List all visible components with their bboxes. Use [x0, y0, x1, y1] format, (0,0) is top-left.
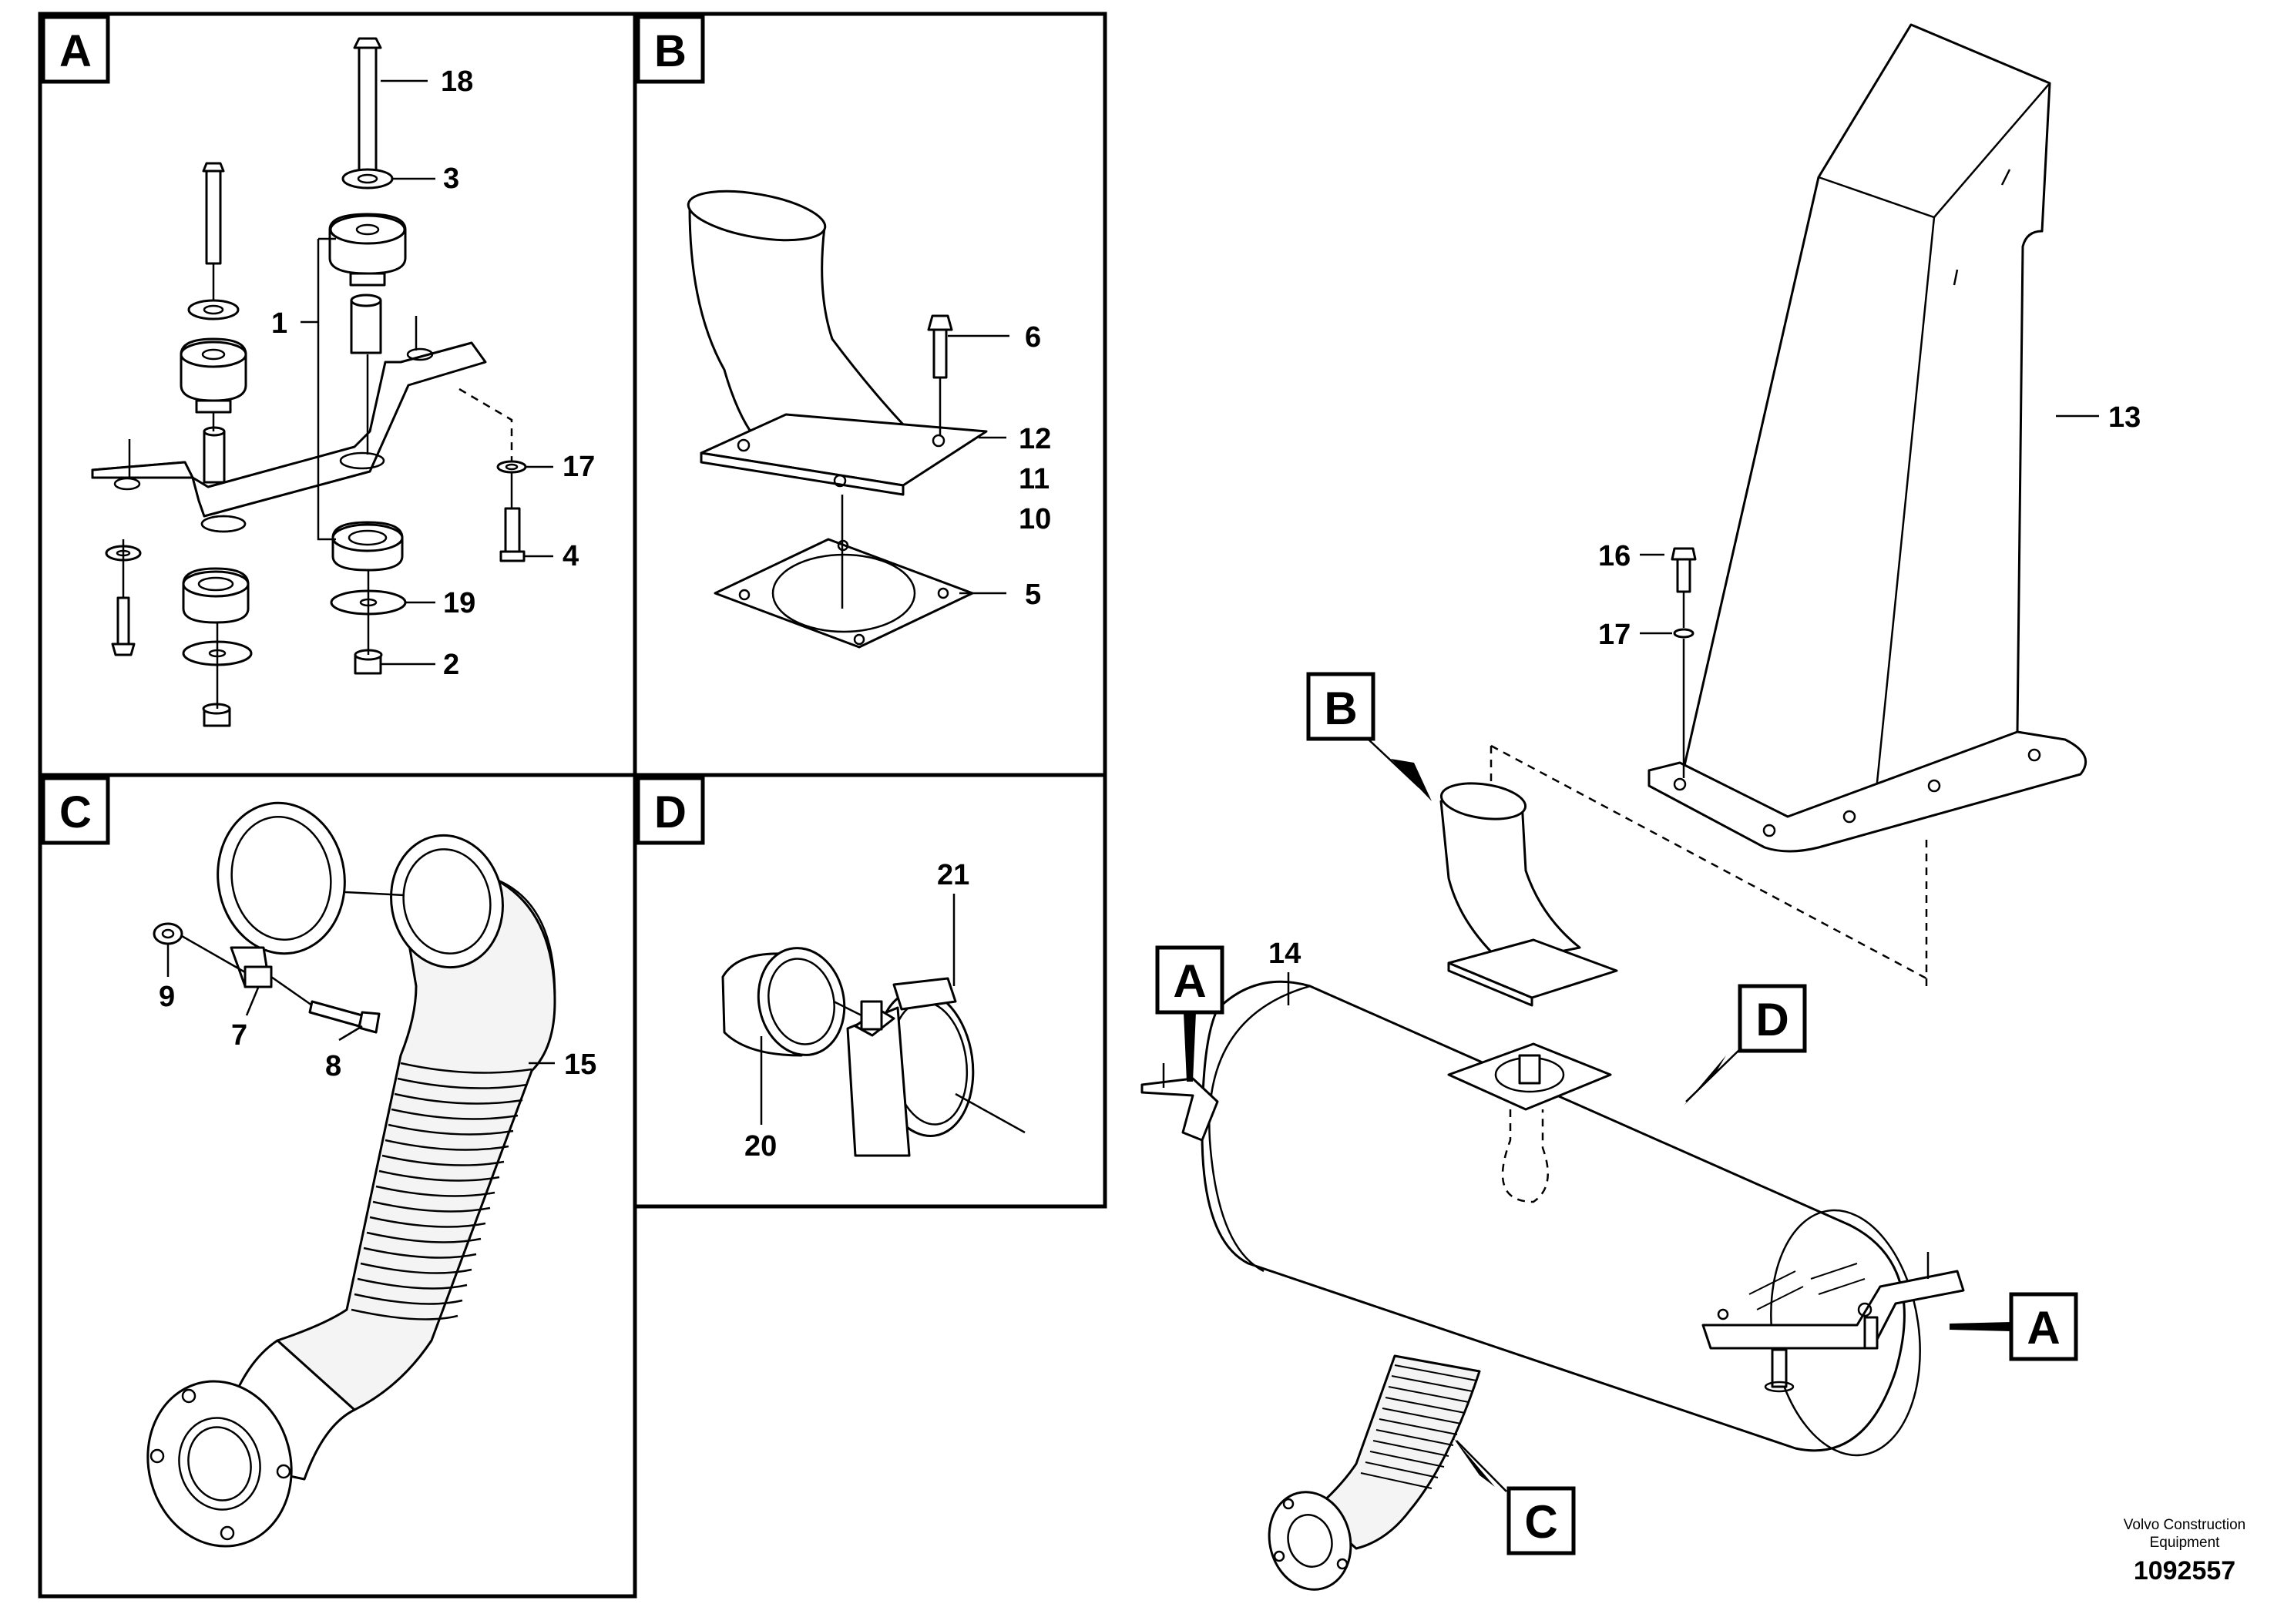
callout-a-right: A	[1950, 1292, 2078, 1361]
part-label-13: 13	[2108, 401, 2141, 434]
part-label-11: 11	[1019, 463, 1050, 495]
part-label-4: 4	[563, 540, 579, 572]
panel-c-drawing	[146, 801, 556, 1548]
panel-d-frame	[633, 773, 1107, 1209]
panel-d-drawing	[721, 894, 1026, 1157]
part-label-21: 21	[937, 859, 969, 891]
callout-d: D	[1684, 984, 1807, 1106]
drawing-number: 1092557	[2134, 1556, 2235, 1585]
panel-d-tag: D	[636, 776, 705, 845]
main-assembly	[1140, 23, 2099, 1591]
panel-b-drawing	[687, 190, 1009, 649]
panel-c-tag: C	[41, 776, 110, 845]
svg-text:B: B	[654, 26, 687, 76]
part-label-12: 12	[1019, 423, 1051, 455]
part-label-9: 9	[159, 981, 175, 1013]
stack-base-flange	[1647, 730, 2087, 853]
part-label-18: 18	[441, 65, 473, 98]
part-label-17-b: 17	[1598, 619, 1631, 651]
part-label-1: 1	[271, 307, 287, 340]
panel-a-tag: A	[41, 15, 110, 84]
brand-line-1: Volvo Construction	[2124, 1517, 2245, 1533]
panel-b-tag: B	[636, 15, 705, 84]
mounting-bracket	[91, 341, 487, 518]
svg-text:A: A	[1173, 955, 1206, 1007]
part-label-16: 16	[1598, 540, 1631, 572]
part-label-14: 14	[1268, 938, 1301, 970]
brand-line-2: Equipment	[2150, 1535, 2221, 1551]
svg-text:D: D	[654, 787, 687, 837]
panel-a-drawing	[91, 37, 553, 727]
part-label-17-a: 17	[563, 451, 595, 483]
svg-text:B: B	[1324, 683, 1357, 734]
part-label-15: 15	[564, 1049, 596, 1081]
part-label-8: 8	[325, 1050, 341, 1082]
svg-text:A: A	[2027, 1302, 2060, 1354]
part-label-7: 7	[231, 1019, 247, 1052]
part-label-19: 19	[443, 587, 475, 619]
elbow-pipe	[688, 202, 926, 448]
svg-text:C: C	[59, 787, 92, 837]
svg-text:A: A	[59, 26, 92, 76]
panel-a-frame	[38, 12, 637, 777]
part-label-5: 5	[1025, 579, 1041, 611]
part-label-6: 6	[1025, 321, 1041, 354]
callout-b: B	[1306, 672, 1432, 801]
part-label-3: 3	[443, 163, 459, 195]
svg-text:C: C	[1524, 1496, 1557, 1548]
callout-a-left: A	[1155, 945, 1224, 1082]
callout-c: C	[1453, 1437, 1576, 1555]
part-label-20: 20	[744, 1130, 777, 1163]
part-label-10: 10	[1019, 503, 1051, 535]
part-label-2: 2	[443, 649, 459, 681]
flex-pipe	[276, 877, 556, 1411]
svg-text:D: D	[1755, 994, 1789, 1045]
